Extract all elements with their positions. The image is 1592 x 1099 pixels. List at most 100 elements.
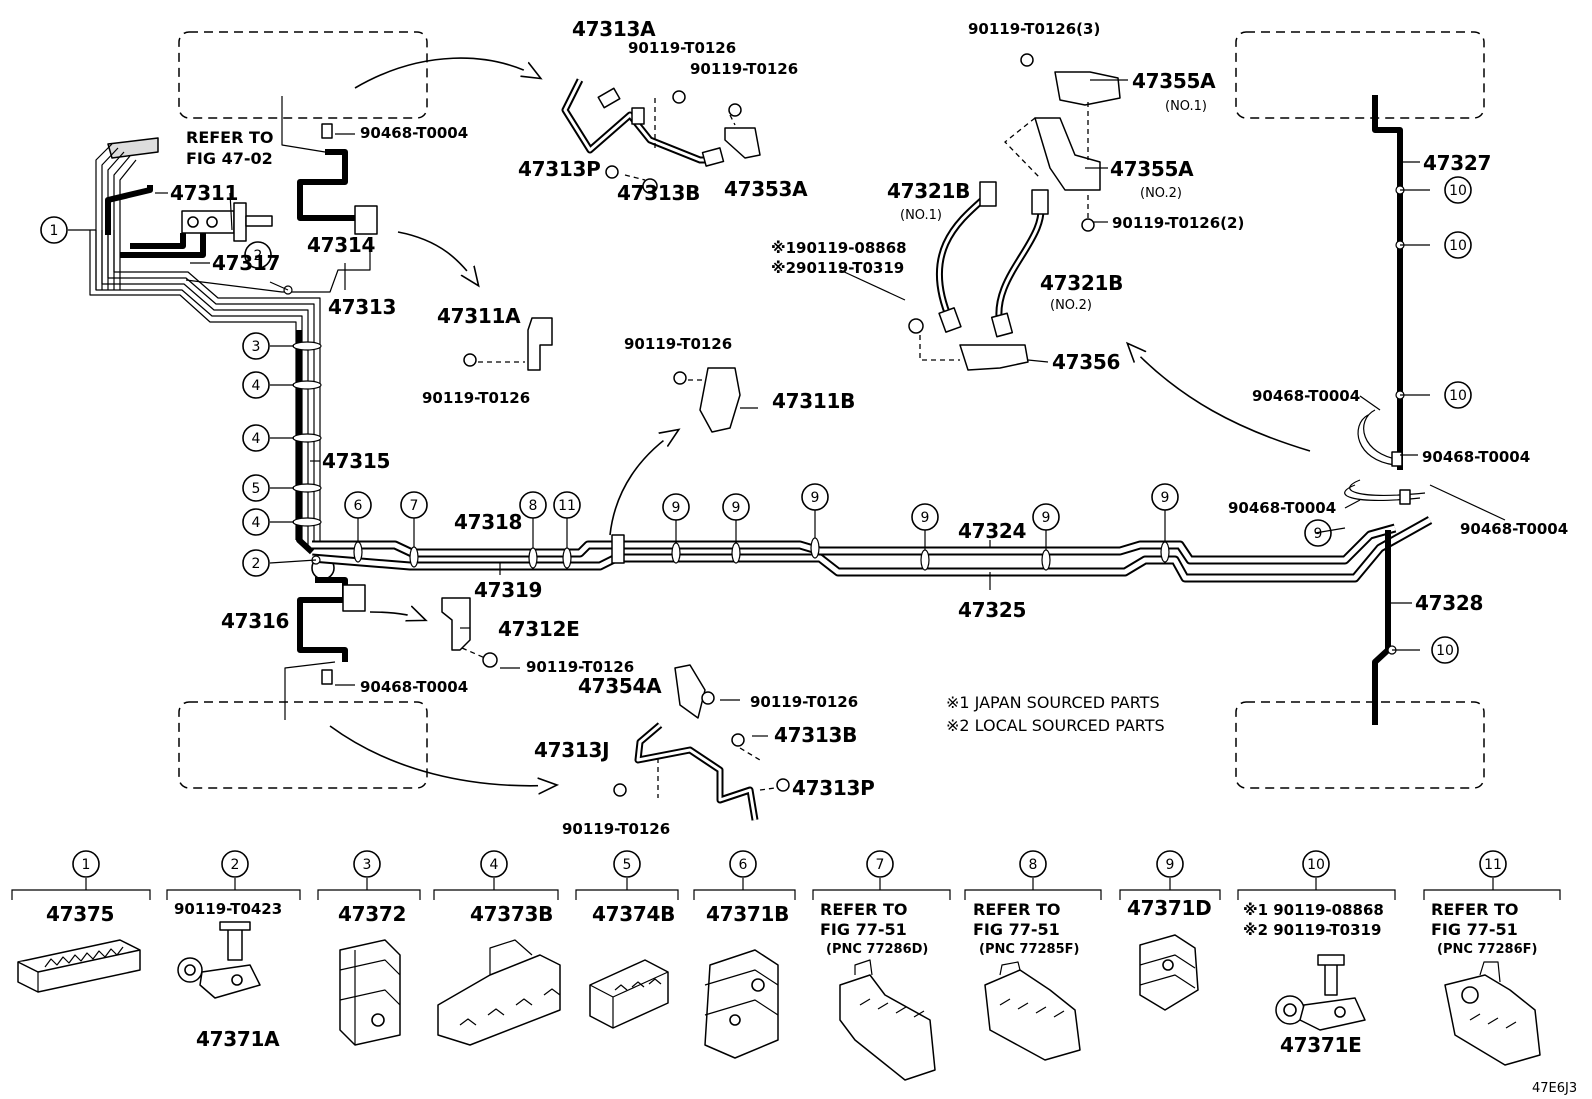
label-local-90119-T0319: ※290119-T0319	[771, 259, 904, 277]
callout-3: 3	[242, 332, 270, 360]
label-47313P-top: 47313P	[518, 157, 600, 181]
label-japan-90119-08868: ※190119-08868	[771, 239, 907, 257]
note-japan-sourced: ※1 JAPAN SOURCED PARTS	[946, 693, 1160, 712]
label-no2-a: (NO.2)	[1140, 186, 1182, 201]
legend-num-5: 5	[613, 850, 641, 878]
label-47313A: 47313A	[572, 17, 656, 41]
svg-text:9: 9	[1042, 510, 1051, 526]
flex-hose-group-right	[908, 53, 1121, 371]
svg-text:4: 4	[252, 378, 261, 394]
label-47353A: 47353A	[724, 177, 808, 201]
svg-text:4: 4	[252, 431, 261, 447]
refer-fig-47-02-line1: REFER TO	[186, 128, 274, 147]
label-47319: 47319	[474, 578, 542, 602]
label-90119-T0126-c: 90119-T0126	[422, 389, 530, 407]
bracket-47312E	[441, 597, 498, 668]
legend-8-drawing	[984, 961, 1081, 1061]
tube-47313J-group	[613, 664, 790, 821]
label-47325: 47325	[958, 598, 1026, 622]
label-47315: 47315	[322, 449, 390, 473]
label-47313J: 47313J	[534, 738, 609, 762]
legend-10-part: 47371E	[1280, 1033, 1361, 1057]
label-90119-T0126-d: 90119-T0126	[624, 335, 732, 353]
ref-box-top-right	[1235, 31, 1485, 119]
svg-text:3: 3	[363, 857, 372, 873]
legend-num-6: 6	[729, 850, 757, 878]
arrow-to-47313J	[329, 725, 556, 786]
note-local-sourced: ※2 LOCAL SOURCED PARTS	[946, 716, 1165, 735]
figure-id: 47E6J3	[1532, 1081, 1577, 1096]
label-47312E: 47312E	[498, 617, 579, 641]
callout-10b: 10	[1444, 231, 1472, 259]
label-90119-T0126-g: 90119-T0126	[562, 820, 670, 838]
legend-8-l1: REFER TO	[973, 900, 1061, 919]
arrow-to-47313A	[354, 57, 540, 89]
callout-10d: 10	[1431, 636, 1459, 664]
label-90468-T0004-bot: 90468-T0004	[360, 678, 468, 696]
svg-text:5: 5	[623, 857, 632, 873]
label-47355A-no2: 47355A	[1110, 157, 1194, 181]
legend-8-l2: FIG 77-51	[973, 920, 1060, 939]
label-90468-T0004-top: 90468-T0004	[360, 124, 468, 142]
svg-text:9: 9	[732, 500, 741, 516]
legend-7-l3: (PNC 77286D)	[826, 942, 928, 957]
svg-text:8: 8	[1029, 857, 1038, 873]
callout-7: 7	[400, 491, 428, 519]
callout-1: 1	[40, 216, 68, 244]
svg-text:9: 9	[921, 510, 930, 526]
callout-4c: 4	[242, 508, 270, 536]
label-90468-T0004-r2: 90468-T0004	[1422, 448, 1530, 466]
label-90468-T0004-r1: 90468-T0004	[1252, 387, 1360, 405]
label-47321B-no2: 47321B	[1040, 271, 1123, 295]
label-47313: 47313	[328, 295, 396, 319]
callout-2a: 2	[244, 241, 272, 269]
callouts: 1 2 3 4 4 5 4 2 6 7 8 11 9 9 9 9 9 9 9 1…	[40, 176, 1472, 664]
callout-11: 11	[553, 491, 581, 519]
callout-6: 6	[344, 491, 372, 519]
callout-4b: 4	[242, 424, 270, 452]
callout-9b: 9	[722, 493, 750, 521]
ref-box-bottom-right	[1235, 701, 1485, 789]
label-90468-T0004-r3: 90468-T0004	[1228, 499, 1336, 517]
legend-num-10: 10	[1302, 850, 1330, 878]
bracket-47311B	[673, 367, 741, 433]
svg-text:10: 10	[1449, 183, 1467, 199]
legend-4-drawing	[437, 939, 561, 1046]
callout-9e: 9	[1032, 503, 1060, 531]
tube-47314	[281, 96, 378, 235]
svg-text:9: 9	[811, 490, 820, 506]
svg-text:4: 4	[490, 857, 499, 873]
svg-text:2: 2	[231, 857, 240, 873]
legend-9-drawing	[1139, 934, 1199, 1011]
legend-11-l3: (PNC 77286F)	[1437, 942, 1537, 957]
bracket-47311A	[463, 317, 553, 371]
label-47311B: 47311B	[772, 389, 855, 413]
svg-text:10: 10	[1449, 388, 1467, 404]
svg-text:2: 2	[252, 556, 261, 572]
legend-10-drawing	[1275, 954, 1366, 1031]
label-47313B-bot: 47313B	[774, 723, 857, 747]
label-90119-T0126-b: 90119-T0126	[690, 60, 798, 78]
arrow-to-47356	[1128, 344, 1311, 452]
callout-10c: 10	[1444, 381, 1472, 409]
legend-num-3: 3	[353, 850, 381, 878]
svg-text:11: 11	[1484, 857, 1502, 873]
svg-text:6: 6	[739, 857, 748, 873]
legend-2-bolt: 90119-T0423	[174, 900, 282, 918]
callout-10a: 10	[1444, 176, 1472, 204]
tube-47316	[284, 556, 366, 720]
svg-text:9: 9	[1166, 857, 1175, 873]
svg-text:1: 1	[82, 857, 91, 873]
label-47313B-top: 47313B	[617, 181, 700, 205]
legend-num-11: 11	[1479, 850, 1507, 878]
svg-text:7: 7	[876, 857, 885, 873]
label-47327: 47327	[1423, 151, 1491, 175]
legend-2-part: 47371A	[196, 1027, 280, 1051]
legend-num-9: 9	[1156, 850, 1184, 878]
refer-fig-47-02-line2: FIG 47-02	[186, 149, 273, 168]
legend-num-2: 2	[221, 850, 249, 878]
callout-8: 8	[519, 491, 547, 519]
legend-2-drawing	[177, 921, 261, 999]
label-no2-b: (NO.2)	[1050, 298, 1092, 313]
